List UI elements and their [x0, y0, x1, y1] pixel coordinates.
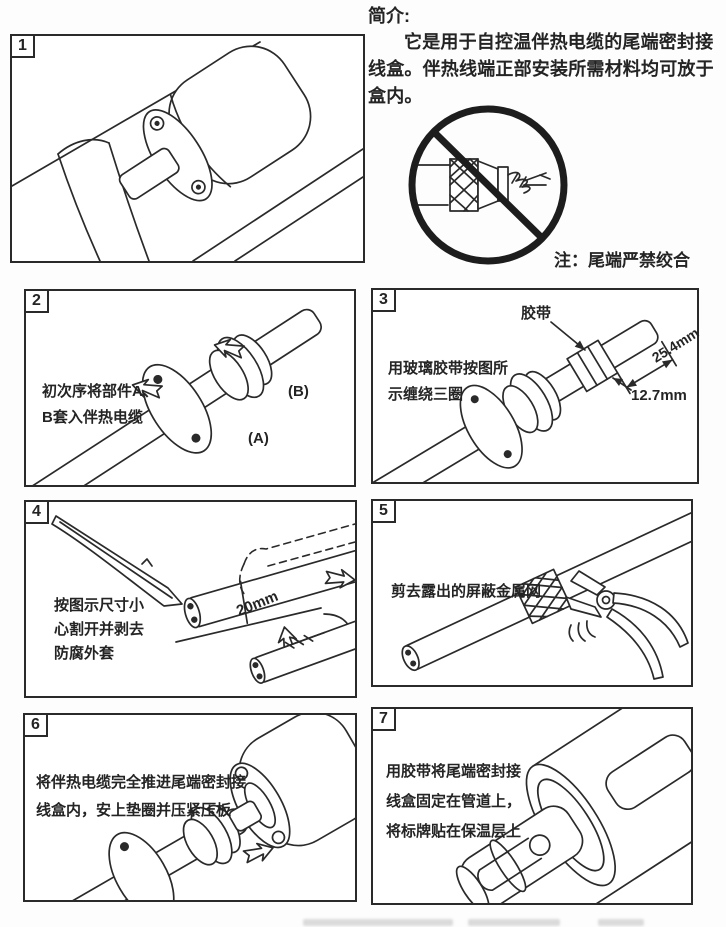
- panel-3: 3: [371, 288, 702, 484]
- grommet-part-b: [182, 804, 241, 866]
- exposed-braid: [514, 568, 572, 625]
- tape-wrap: [566, 339, 619, 393]
- panel-7: 7 用胶带将尾端密封接 线盒固定在管道上， 将标牌贴在保温层上: [371, 707, 693, 905]
- tail-seal-box: [118, 45, 312, 202]
- tape-leader-arrow: [550, 321, 586, 351]
- dimension-baseline: [175, 607, 322, 643]
- flange-part-a: [108, 831, 175, 900]
- part-b-label: (B): [288, 383, 309, 400]
- intro-section: 简介: 它是用于自控温伴热电缆的尾端密封接线盒。伴热线端正部安装所需材料均可放于…: [368, 2, 726, 110]
- panel-4: 4: [24, 500, 357, 698]
- panel-2-illustration: [26, 308, 322, 485]
- heating-cable: [401, 508, 691, 672]
- dim-12-7: 12.7mm: [631, 387, 687, 404]
- panel-7-caption: 用胶带将尾端密封接 线盒固定在管道上， 将标牌贴在保温层上: [386, 763, 522, 840]
- intro-title: 简介:: [368, 6, 410, 26]
- panel-3-number: 3: [371, 288, 396, 312]
- grommet-part-b: [502, 370, 562, 434]
- cut-strand-marks: [568, 620, 596, 642]
- dim-short-leader-arrow: [612, 377, 632, 391]
- warning-note: 注：尾端严禁绞合: [554, 251, 690, 270]
- prohibition-slash: [432, 130, 545, 241]
- removed-jacket-ghost: [238, 523, 355, 597]
- panel-1: 1: [10, 34, 365, 263]
- panel-5-illustration: [401, 508, 691, 680]
- slide-off-arrow-icon: [324, 568, 355, 589]
- slide-arrow-icon: [131, 378, 163, 399]
- panel-4-number: 4: [24, 500, 49, 524]
- panel-6-caption: 将伴热电缆完全推进尾端密封接 线盒内，安上垫圈并压紧压板: [36, 774, 247, 819]
- utility-knife: [51, 515, 183, 607]
- panel-2-caption: 初次序将部件A、 B套入伴热电缆: [42, 383, 158, 426]
- insulated-pipe: [455, 709, 691, 903]
- heating-cable: [183, 528, 355, 629]
- panel-7-number: 7: [371, 707, 396, 731]
- prohibition-circle: [408, 105, 568, 265]
- part-a-label: (A): [248, 430, 269, 447]
- panel-3-illustration: [373, 319, 678, 482]
- cable-assembly: [25, 715, 355, 900]
- panel-5-number: 5: [371, 499, 396, 523]
- diagonal-cutters: [565, 570, 689, 680]
- peeled-cable: [249, 602, 355, 684]
- heating-cable: [373, 319, 678, 482]
- tape-label: 胶带: [521, 305, 552, 322]
- panel-5-caption: 剪去露出的屏蔽金属网: [391, 583, 542, 600]
- tail-seal-box: [228, 715, 355, 849]
- flange-part-a: [459, 384, 523, 469]
- panel-4-caption: 按图示尺寸小 心割开并剥去 防腐外套: [54, 597, 145, 662]
- panel-4-illustration: [51, 515, 355, 684]
- panel-6-illustration: [25, 715, 355, 900]
- strap-band: [57, 138, 150, 261]
- panel-7-illustration: [455, 709, 691, 903]
- label-tag: [605, 734, 691, 811]
- panel-5: 5: [371, 499, 693, 687]
- slide-arrow-icon: [213, 338, 245, 359]
- panel-6-number: 6: [23, 713, 48, 737]
- panel-3-caption: 用玻璃胶带按图所 示缠绕三圈: [388, 360, 509, 403]
- panel-1-number: 1: [10, 34, 35, 58]
- tail-seal-box-installed: [455, 805, 584, 903]
- panel-2-number: 2: [24, 289, 49, 313]
- panel-1-illustration: [12, 41, 363, 261]
- push-arrow-icon: [242, 842, 274, 864]
- panel-6: 6: [23, 713, 357, 902]
- panel-2: 2 初次序将部件: [24, 289, 356, 487]
- dimension-line: [616, 340, 678, 395]
- prohibition-symbol-icon: [408, 105, 568, 265]
- intro-body-text: 它是用于自控温伴热电缆的尾端密封接线盒。伴热线端正部安装所需材料均可放于盒内。: [368, 32, 714, 106]
